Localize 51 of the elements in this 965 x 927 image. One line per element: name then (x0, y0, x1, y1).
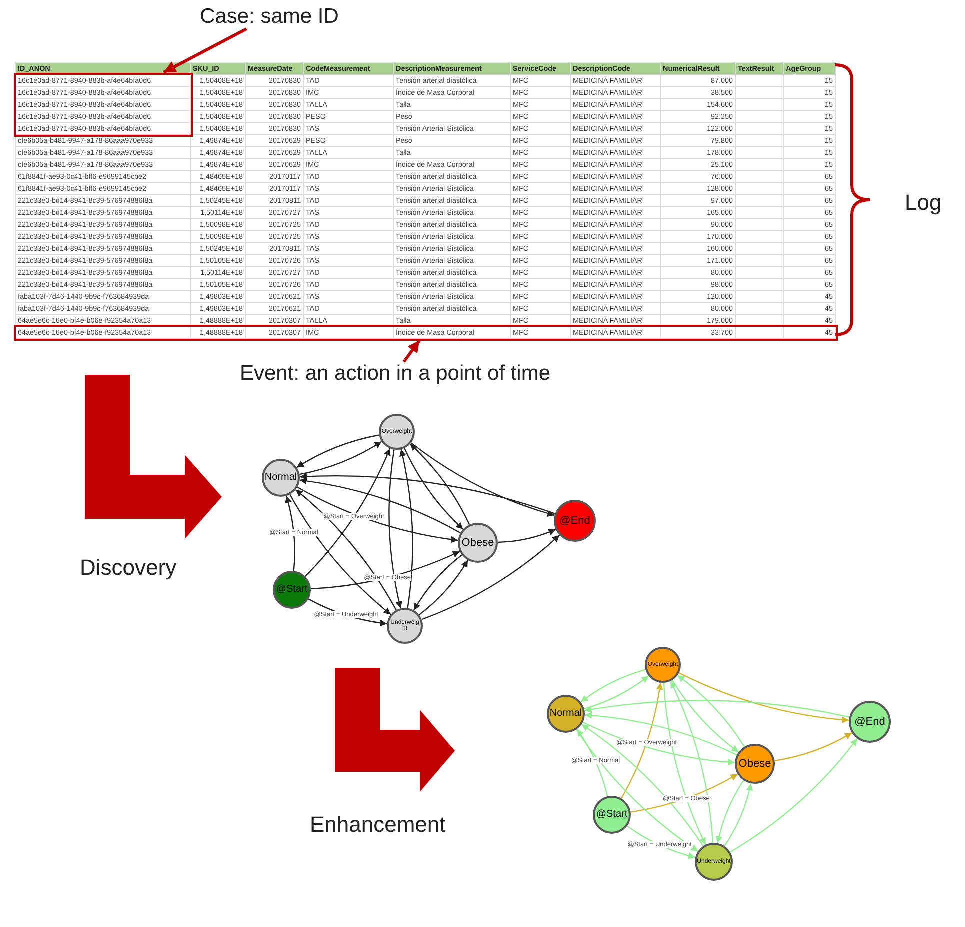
arrow (399, 449, 414, 608)
arrow (677, 675, 746, 748)
arrow (410, 442, 555, 517)
callout-text: Event: an action in a point of time (240, 362, 551, 386)
group-label: Log (905, 190, 942, 216)
state-circle: Normal (547, 695, 585, 733)
callout-text: Case: same ID (200, 5, 339, 29)
arrow (290, 494, 392, 616)
highlight-box (14, 72, 192, 136)
arrow (295, 489, 397, 610)
arrow (297, 486, 458, 544)
state-circle: Obese (735, 744, 775, 784)
state-circle: Obese (458, 523, 498, 563)
arrow (576, 729, 608, 797)
arrow (730, 738, 858, 853)
arrow (580, 669, 646, 703)
arrow (498, 529, 556, 544)
arrow (414, 554, 462, 611)
arrow (582, 722, 736, 766)
arrow (621, 682, 664, 799)
arrow (716, 780, 744, 844)
arrow (422, 534, 560, 620)
arrow (418, 560, 468, 616)
arrow (584, 712, 738, 756)
arrow (678, 672, 850, 724)
arrow (584, 700, 850, 718)
arrow (404, 448, 464, 530)
leader-arrow (402, 340, 421, 363)
arrow (670, 680, 714, 844)
arrow (304, 448, 391, 577)
arrow (300, 473, 556, 515)
arrow (410, 444, 470, 526)
arrow (724, 783, 753, 847)
arrow (584, 676, 650, 710)
arrow (300, 478, 461, 534)
arrow (774, 732, 852, 762)
arrow (388, 450, 403, 609)
highlight-box (14, 324, 838, 340)
state-circle: @End (849, 701, 891, 743)
arrow (285, 496, 296, 572)
state-circle: @Start (273, 571, 311, 609)
state-circle: @Start (593, 796, 631, 834)
arrow (300, 441, 382, 476)
leader-arrow (163, 28, 248, 74)
arrow (663, 682, 706, 846)
section-label: Enhancement (310, 812, 446, 838)
state-circle: @End (554, 500, 596, 542)
arrow (672, 680, 740, 753)
arrow (296, 434, 380, 468)
state-circle: Normal (262, 459, 300, 497)
section-label: Discovery (80, 555, 177, 581)
